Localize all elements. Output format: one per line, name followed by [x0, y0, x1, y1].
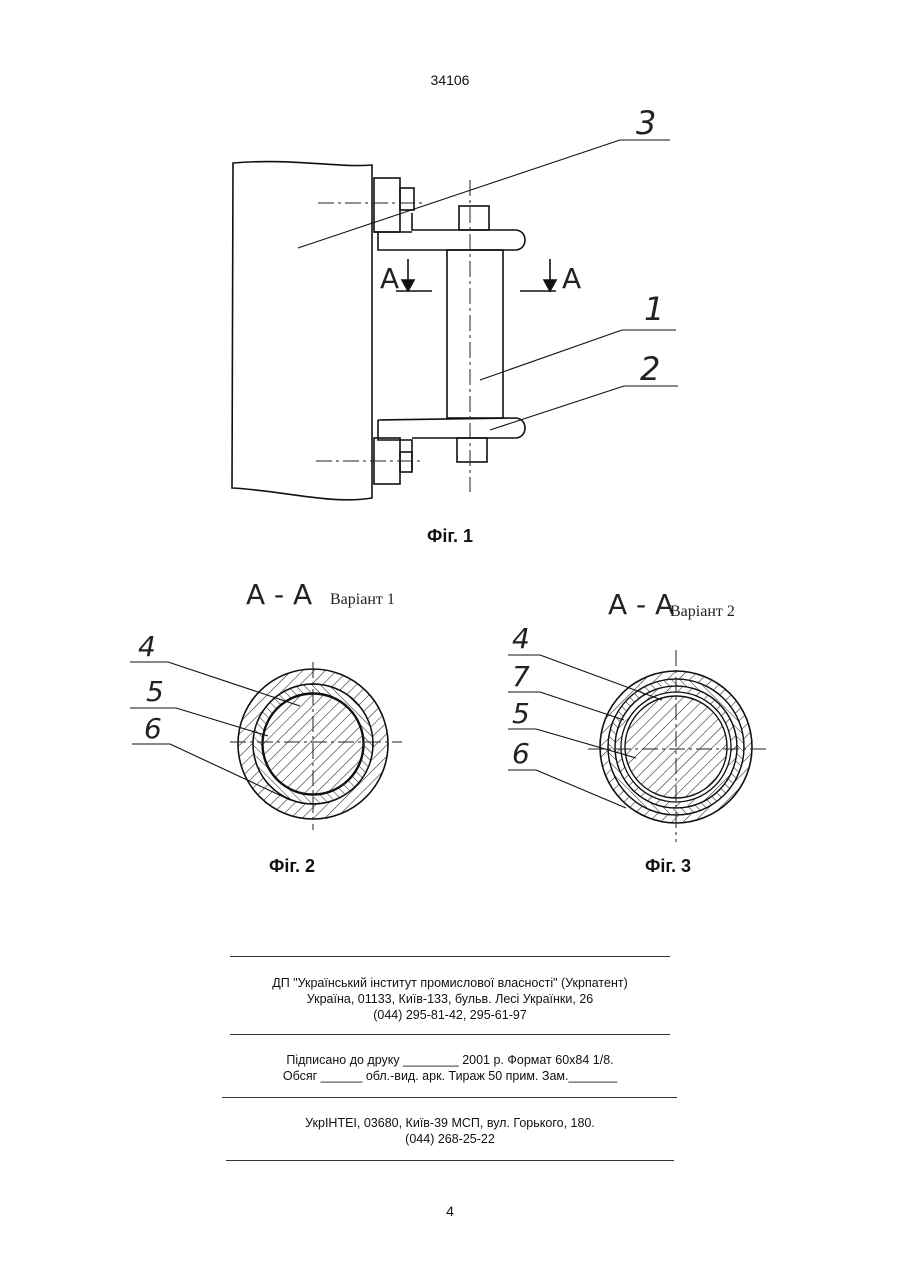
imprint-printer-phone: (044) 268-25-22 [0, 1131, 900, 1147]
fig3-section-title: A - A [608, 588, 674, 621]
fig1-leaders [298, 140, 678, 430]
fig2-caption: Фіг. 2 [222, 856, 362, 877]
imprint-block-printer: УкрІНТЕІ, 03680, Київ-39 МСП, вул. Горьк… [0, 1115, 900, 1147]
fig1-section-arrows [396, 259, 556, 291]
page-number: 4 [0, 1203, 900, 1219]
section-label-left: A [380, 262, 399, 295]
imprint-block-print: Підписано до друку ________ 2001 р. Форм… [0, 1052, 900, 1084]
fig3-label-7: 7 [512, 660, 530, 693]
imprint-block-publisher: ДП "Український інститут промислової вла… [0, 975, 900, 1023]
imprint-publisher-address: Україна, 01133, Київ-133, бульв. Лесі Ук… [0, 991, 900, 1007]
imprint-publisher-name: ДП "Український інститут промислової вла… [0, 975, 900, 991]
imprint-publisher-phone: (044) 295-81-42, 295-61-97 [0, 1007, 900, 1023]
label-1: 1 [644, 290, 664, 328]
label-3: 3 [636, 104, 656, 142]
label-2: 2 [640, 350, 660, 388]
fig2-label-5: 5 [146, 675, 164, 708]
pin-shaft [447, 250, 503, 418]
pin-lower-cap [457, 438, 487, 462]
imprint-printer-address: УкрІНТЕІ, 03680, Київ-39 МСП, вул. Горьк… [0, 1115, 900, 1131]
fig2-variant: Варіант 1 [330, 591, 395, 609]
upper-bolt-head [400, 188, 414, 210]
imprint-print-line-2: Обсяг ______ обл.-вид. арк. Тираж 50 при… [0, 1068, 900, 1084]
fig3-variant: Варіант 2 [670, 603, 735, 621]
fig1-caption: Фіг. 1 [380, 526, 520, 547]
pin-upper-cap [459, 206, 489, 230]
fig3-label-6: 6 [512, 737, 530, 770]
fig2-label-4: 4 [138, 630, 156, 663]
upper-bolt-plate [374, 178, 400, 232]
imprint-rule-2 [230, 1034, 670, 1035]
fig2-drawing [130, 662, 402, 830]
fig3-drawing [508, 650, 768, 842]
fig2-label-6: 6 [144, 712, 162, 745]
fig3-caption: Фіг. 3 [598, 856, 738, 877]
fig2-section-title: A - A [246, 578, 312, 611]
imprint-rule-3 [222, 1097, 677, 1098]
imprint-rule-1 [230, 956, 670, 957]
fig3-label-5: 5 [512, 697, 530, 730]
fig3-label-4: 4 [512, 622, 530, 655]
imprint-print-line-1: Підписано до друку ________ 2001 р. Форм… [0, 1052, 900, 1068]
section-label-right: A [562, 262, 581, 295]
fig1-body-structure [232, 162, 525, 500]
lower-bolt-head [400, 452, 412, 472]
wall-body [232, 162, 372, 500]
imprint-rule-4 [226, 1160, 674, 1161]
